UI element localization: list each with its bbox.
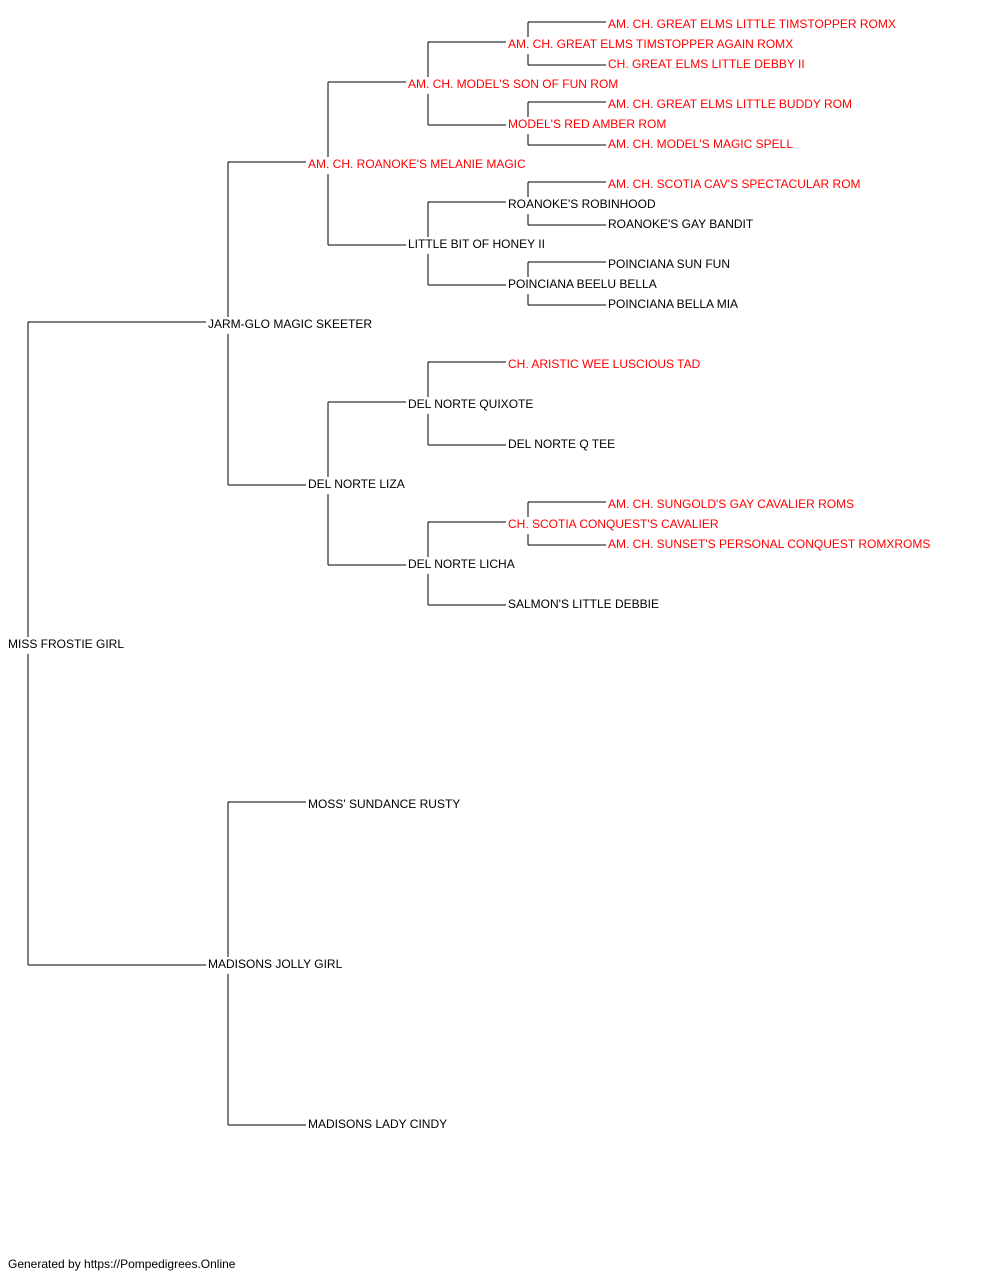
ancestor-name: MODEL'S RED AMBER ROM [508, 117, 669, 131]
ancestor-name: AM. CH. GREAT ELMS LITTLE TIMSTOPPER ROM… [608, 17, 898, 31]
ancestor-name: DEL NORTE QUIXOTE [408, 397, 536, 411]
ancestor-name: AM. CH. GREAT ELMS TIMSTOPPER AGAIN ROMX [508, 37, 796, 51]
ancestor-name: DEL NORTE LIZA [308, 477, 407, 491]
ancestor-name: SALMON'S LITTLE DEBBIE [508, 597, 662, 611]
ancestor-name: AM. CH. MODEL'S SON OF FUN ROM [408, 77, 621, 91]
ancestor-name: POINCIANA SUN FUN [608, 257, 733, 271]
ancestor-name: AM. CH. SUNGOLD'S GAY CAVALIER ROMS [608, 497, 857, 511]
ancestor-name: AM. CH. SUNSET'S PERSONAL CONQUEST ROMXR… [608, 537, 933, 551]
ancestor-name: MOSS' SUNDANCE RUSTY [308, 797, 463, 811]
ancestor-name: AM. CH. MODEL'S MAGIC SPELL [608, 137, 795, 151]
ancestor-name: DEL NORTE LICHA [408, 557, 517, 571]
ancestor-name: AM. CH. GREAT ELMS LITTLE BUDDY ROM [608, 97, 855, 111]
ancestor-name: DEL NORTE Q TEE [508, 437, 618, 451]
footer-credit: Generated by https://Pompedigrees.Online [8, 1257, 236, 1271]
ancestor-name: JARM-GLO MAGIC SKEETER [208, 317, 375, 331]
ancestor-name: POINCIANA BEELU BELLA [508, 277, 659, 291]
ancestor-name: MADISONS LADY CINDY [308, 1117, 450, 1131]
ancestor-name: AM. CH. ROANOKE'S MELANIE MAGIC [308, 157, 528, 171]
subject-dog-name: MISS FROSTIE GIRL [8, 637, 127, 651]
ancestor-name: ROANOKE'S GAY BANDIT [608, 217, 756, 231]
ancestor-name: CH. GREAT ELMS LITTLE DEBBY II [608, 57, 807, 71]
ancestor-name: MADISONS JOLLY GIRL [208, 957, 345, 971]
ancestor-name: LITTLE BIT OF HONEY II [408, 237, 547, 251]
ancestor-name: POINCIANA BELLA MIA [608, 297, 741, 311]
ancestor-name: CH. ARISTIC WEE LUSCIOUS TAD [508, 357, 703, 371]
ancestor-name: CH. SCOTIA CONQUEST'S CAVALIER [508, 517, 721, 531]
ancestor-name: AM. CH. SCOTIA CAV'S SPECTACULAR ROM [608, 177, 863, 191]
ancestor-name: ROANOKE'S ROBINHOOD [508, 197, 658, 211]
